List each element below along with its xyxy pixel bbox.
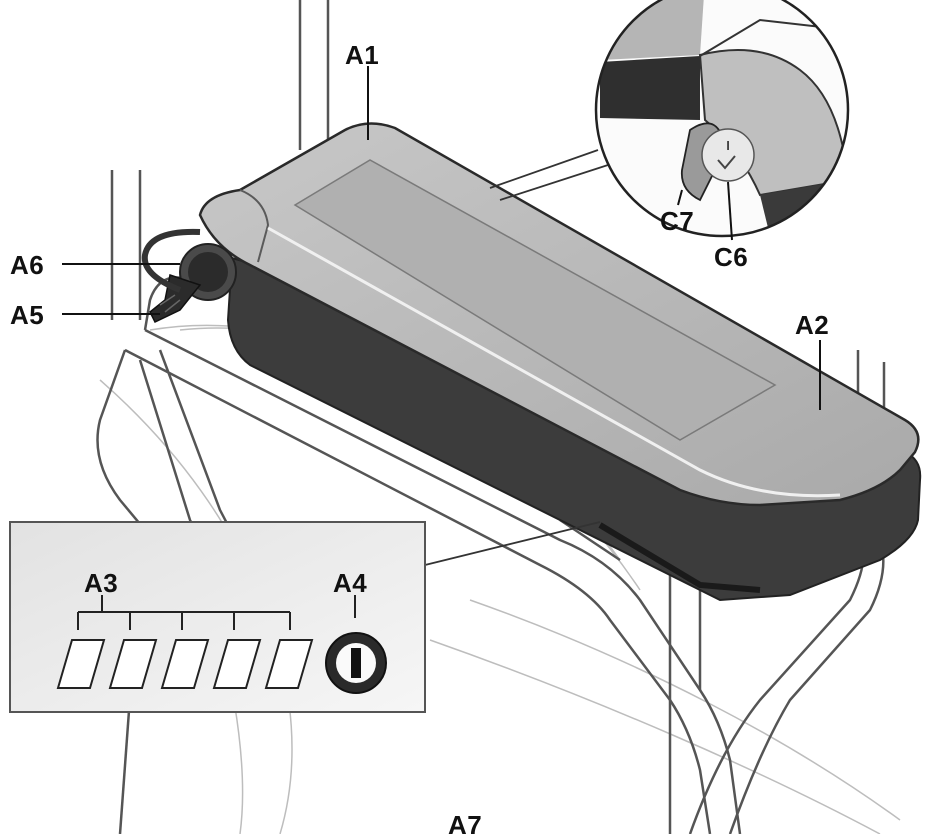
svg-text:I: I: [726, 138, 730, 153]
charge-indicator-inset: [9, 521, 601, 713]
charge-led-group: [56, 639, 314, 689]
label-a1: A1: [345, 40, 380, 70]
battery-top-bevel: [267, 226, 841, 498]
label-a4: A4: [333, 568, 368, 598]
label-a2: A2: [795, 310, 830, 340]
label-a7: A7: [448, 810, 483, 840]
battery-label-recess: [293, 159, 777, 441]
led-bracket: [77, 595, 356, 630]
label-c7: C7: [660, 206, 695, 236]
charge-led-icon: [264, 639, 314, 689]
power-icon[interactable]: [325, 632, 387, 694]
c6-lock-symbol-icon: I: [701, 128, 755, 182]
label-a6: A6: [10, 250, 45, 280]
battery-end-cap: [239, 189, 270, 263]
detail-connector: [489, 149, 609, 201]
charge-led-icon: [56, 639, 106, 689]
label-c6: C6: [714, 242, 749, 272]
charge-led-icon: [108, 639, 158, 689]
lock-icon: [179, 243, 237, 301]
leader-lines: [62, 66, 821, 410]
charging-cable: [141, 228, 201, 293]
charge-led-icon: [212, 639, 262, 689]
charge-led-icon: [160, 639, 210, 689]
battery-bottom-rail: [598, 522, 761, 593]
label-a5: A5: [10, 300, 45, 330]
detail-magnifier: I: [594, 0, 850, 241]
key-icon: [149, 274, 202, 323]
label-a3: A3: [84, 568, 119, 598]
